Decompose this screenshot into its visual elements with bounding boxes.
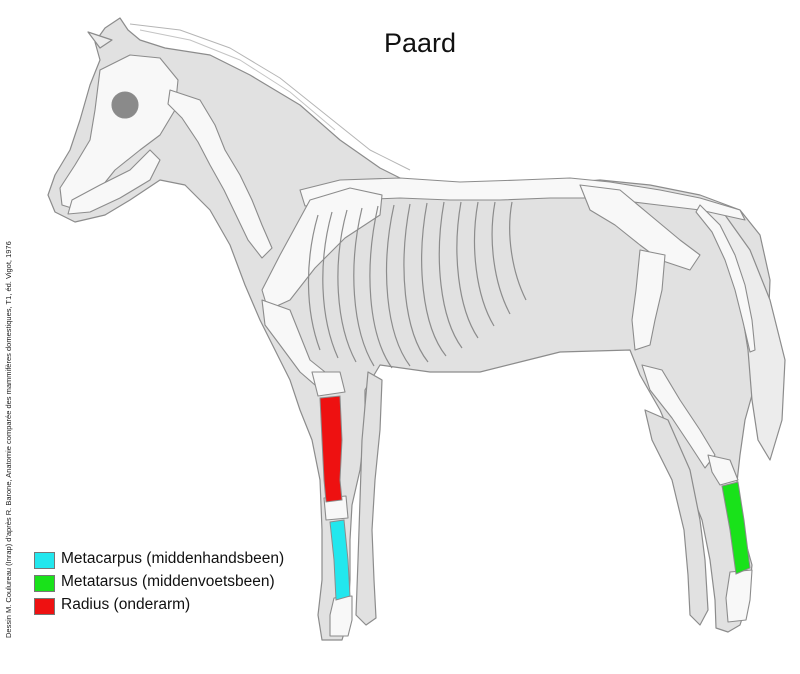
legend: Metacarpus (middenhandsbeen) Metatarsus …	[34, 550, 334, 619]
legend-item-radius: Radius (onderarm)	[34, 596, 334, 617]
scapula	[261, 187, 383, 311]
legend-item-metatarsus: Metatarsus (middenvoetsbeen)	[34, 573, 334, 594]
elbow	[311, 371, 346, 397]
metacarpus-bone	[329, 519, 351, 601]
eye-socket	[111, 91, 139, 119]
tail-vertebrae	[695, 204, 756, 353]
hind-phalanges	[725, 569, 753, 623]
tarsus	[707, 454, 739, 486]
legend-label: Metatarsus (middenvoetsbeen)	[61, 573, 275, 590]
femur	[631, 249, 666, 351]
legend-item-metacarpus: Metacarpus (middenhandsbeen)	[34, 550, 334, 571]
thoracic-lumbar-spine	[299, 177, 746, 221]
ribcage	[307, 201, 527, 369]
metacarpus-swatch	[34, 552, 55, 569]
fore-phalanges	[329, 595, 353, 637]
source-credit: Dessin M. Coulureau (Inrap) d'après R. B…	[4, 241, 13, 638]
radius-swatch	[34, 598, 55, 615]
legend-label: Radius (onderarm)	[61, 596, 191, 613]
metatarsus-swatch	[34, 575, 55, 592]
metatarsus-bone	[721, 481, 751, 575]
cervical-vertebrae	[167, 89, 273, 259]
legend-label: Metacarpus (middenhandsbeen)	[61, 550, 285, 567]
mandible	[67, 149, 161, 215]
skeleton	[59, 54, 756, 637]
pelvis	[579, 184, 701, 271]
radius-bone	[319, 395, 343, 503]
diagram-title: Paard	[383, 28, 457, 58]
